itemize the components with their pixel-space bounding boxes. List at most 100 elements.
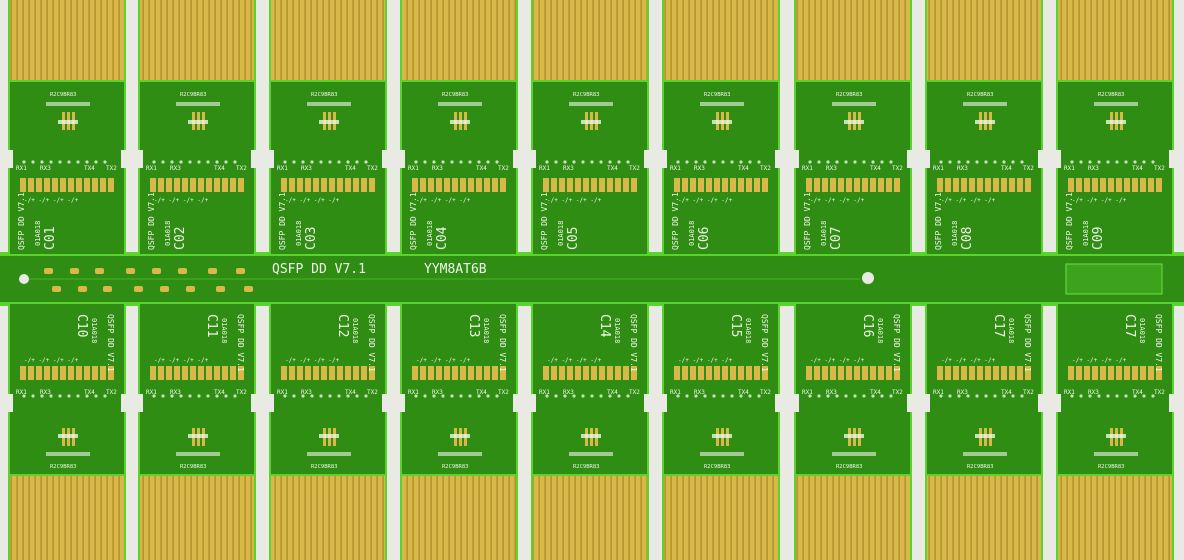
signal-pad — [806, 366, 812, 380]
via — [283, 160, 287, 164]
board-id-label: C03 — [304, 227, 319, 250]
rx-label: RX1 — [277, 389, 288, 396]
signal-pad — [36, 366, 42, 380]
gold-fingers — [140, 0, 254, 82]
chip-bar — [581, 434, 601, 438]
via — [889, 160, 893, 164]
gold-fingers — [10, 0, 124, 82]
chip-silk — [1094, 452, 1138, 456]
signal-pad — [198, 366, 204, 380]
signal-pad — [1124, 366, 1130, 380]
signal-pad — [329, 366, 335, 380]
via — [215, 394, 219, 398]
board-model-text: QSFP DD V7.1 — [629, 314, 638, 372]
chip-bar — [1106, 120, 1126, 124]
via — [748, 160, 752, 164]
signal-pad — [321, 178, 327, 192]
rx-label: RX3 — [1088, 389, 1099, 396]
signal-pad — [977, 178, 983, 192]
board-date-code: 01A018 — [164, 221, 172, 246]
rx-label: RX3 — [1088, 165, 1099, 172]
signal-pad — [238, 366, 244, 380]
via — [1097, 394, 1101, 398]
signal-pad — [206, 366, 212, 380]
via — [608, 160, 612, 164]
signal-pad — [52, 178, 58, 192]
via — [685, 160, 689, 164]
signal-pad — [1116, 178, 1122, 192]
signal-pad — [476, 178, 482, 192]
signal-pad — [436, 366, 442, 380]
board-date-code: 01A018 — [876, 318, 884, 343]
via — [22, 394, 26, 398]
rail-pad — [78, 286, 87, 292]
signal-pad — [1148, 366, 1154, 380]
board-body — [1058, 82, 1172, 254]
via — [712, 160, 716, 164]
signal-pad — [20, 178, 26, 192]
via — [486, 160, 490, 164]
notch — [530, 394, 536, 412]
signal-pad — [1009, 366, 1015, 380]
via — [441, 394, 445, 398]
signal-pad — [76, 366, 82, 380]
via — [993, 394, 997, 398]
tx-label: TX2 — [236, 389, 247, 396]
signal-pad — [345, 178, 351, 192]
signal-pad — [631, 366, 637, 380]
via — [161, 160, 165, 164]
chip-ref-text: R2C9BR83 — [1098, 92, 1125, 98]
board-date-code: 01A018 — [688, 221, 696, 246]
via — [817, 394, 821, 398]
rx-label: RX1 — [146, 389, 157, 396]
via — [957, 394, 961, 398]
via — [355, 394, 359, 398]
signal-pad — [150, 366, 156, 380]
via — [984, 160, 988, 164]
board-id-label: C12 — [335, 314, 350, 337]
signal-pad — [100, 178, 106, 192]
pin-marks: -/+ -/+ -/+ -/+ — [547, 357, 602, 364]
notch — [513, 394, 519, 412]
rx-label: RX3 — [301, 389, 312, 396]
via — [450, 394, 454, 398]
signal-pad — [452, 178, 458, 192]
signal-pad — [543, 366, 549, 380]
pin-marks: -/+ -/+ -/+ -/+ — [285, 357, 340, 364]
via — [103, 394, 107, 398]
via — [1142, 394, 1146, 398]
signal-pad — [76, 178, 82, 192]
signal-pad — [158, 366, 164, 380]
signal-pad — [714, 366, 720, 380]
gold-fingers — [271, 0, 385, 82]
via — [703, 160, 707, 164]
signal-pad — [492, 366, 498, 380]
chip-bar — [712, 434, 732, 438]
notch — [661, 394, 667, 412]
via — [233, 160, 237, 164]
via — [1020, 160, 1024, 164]
signal-pad — [714, 178, 720, 192]
signal-pad — [484, 366, 490, 380]
signal-pad — [1156, 366, 1162, 380]
signal-pad — [166, 366, 172, 380]
notch — [399, 150, 405, 168]
board-body — [10, 82, 124, 254]
via — [581, 160, 585, 164]
notch — [7, 394, 13, 412]
signal-pad — [337, 178, 343, 192]
notch — [907, 394, 913, 412]
board-id-label: C13 — [466, 314, 481, 337]
signal-pad — [174, 366, 180, 380]
rx-label: RX3 — [170, 389, 181, 396]
via — [572, 160, 576, 164]
notch — [793, 394, 799, 412]
signal-pad — [567, 366, 573, 380]
board-model-text: QSFP DD V7.1 — [1023, 314, 1032, 372]
signal-pad — [559, 178, 565, 192]
gold-fingers — [796, 476, 910, 560]
